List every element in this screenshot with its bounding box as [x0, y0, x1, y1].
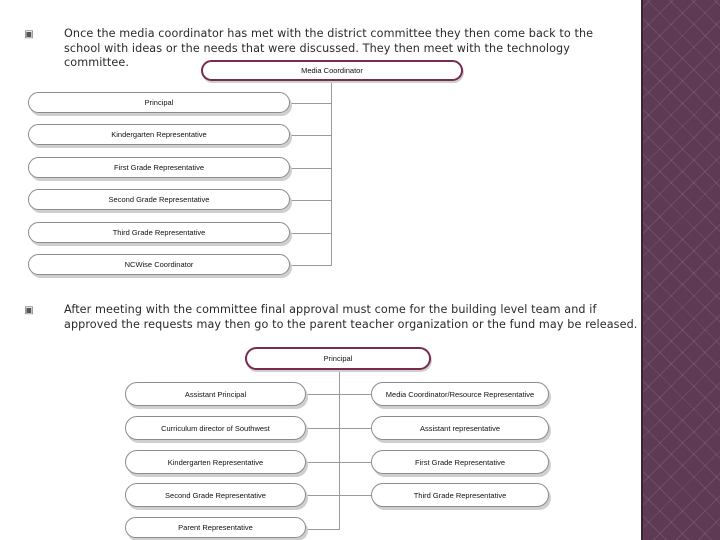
chart1-branch	[290, 103, 332, 105]
chart1-node: Third Grade Representative	[28, 222, 290, 243]
chart2-node-left: Parent Representative	[125, 517, 306, 538]
decorative-sidebar	[641, 0, 720, 540]
paragraph-2-line-2: approved the requests may then go to the…	[64, 317, 638, 331]
chart1-branch	[290, 233, 332, 235]
chart1-node: Kindergarten Representative	[28, 124, 290, 145]
chart1-node: NCWise Coordinator	[28, 254, 290, 275]
chart2-branch-right	[340, 462, 371, 464]
bullet-icon: ▣	[24, 305, 34, 316]
chart1-branch	[290, 265, 332, 267]
paragraph-2: After meeting with the committee final a…	[64, 303, 637, 332]
paragraph-2-line-1: After meeting with the committee final a…	[64, 303, 597, 316]
chart1-node: Principal	[28, 92, 290, 113]
chart2-node-right: Media Coordinator/Resource Representativ…	[371, 382, 549, 406]
paragraph-1-line-1: Once the media coordinator has met with …	[64, 27, 594, 40]
chart2-node-left: Assistant Principal	[125, 382, 306, 406]
chart2-node-left: Curriculum director of Southwest	[125, 416, 306, 440]
paragraph-1-line-3: committee.	[64, 56, 129, 69]
chart2-spine	[339, 369, 341, 529]
chart2-branch-right	[340, 428, 371, 430]
chart2-branch-left	[306, 529, 340, 531]
chart2-branch-right	[340, 394, 371, 396]
paragraph-1: Once the media coordinator has met with …	[64, 27, 593, 71]
chart2-node-right: Third Grade Representative	[371, 483, 549, 507]
chart2-branch-left	[306, 462, 340, 464]
paragraph-1-line-2: school with ideas or the needs that were…	[64, 41, 570, 55]
bullet-icon: ▣	[24, 29, 34, 40]
chart2-branch-left	[306, 428, 340, 430]
chart2-branch-left	[306, 495, 340, 497]
chart1-node: First Grade Representative	[28, 157, 290, 178]
chart2-node-right: First Grade Representative	[371, 450, 549, 474]
chart1-branch	[290, 168, 332, 170]
chart2-node-left: Second Grade Representative	[125, 483, 306, 507]
chart2-node-left: Kindergarten Representative	[125, 450, 306, 474]
chart1-node: Second Grade Representative	[28, 189, 290, 210]
chart1-branch	[290, 200, 332, 202]
chart1-spine	[331, 81, 333, 266]
chart1-root-node: Media Coordinator	[201, 60, 463, 81]
chart1-branch	[290, 135, 332, 137]
chart2-branch-right	[340, 495, 371, 497]
chart2-node-right: Assistant representative	[371, 416, 549, 440]
chart2-branch-left	[306, 394, 340, 396]
chart2-root-node: Principal	[245, 347, 431, 370]
